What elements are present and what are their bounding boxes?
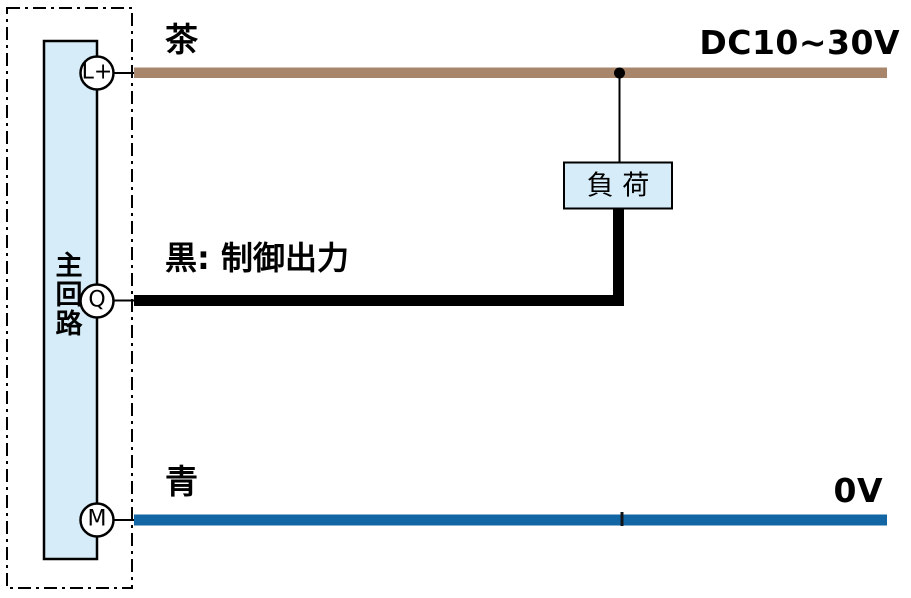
terminal-q-circle (79, 283, 115, 319)
blue-wire-tick (620, 512, 624, 526)
brown-wire (134, 67, 887, 78)
blue-wire (134, 514, 887, 526)
terminal-m-circle (79, 502, 115, 538)
sensor-enclosure-outline (6, 7, 133, 589)
brown-wire-voltage-label: DC10~30V (699, 23, 900, 62)
blue-wire-voltage-label: 0V (833, 471, 883, 510)
terminal-lplus-label: L+ (81, 59, 113, 85)
brown-wire-color-label: 茶 (165, 20, 198, 59)
load-box-label: 負 荷 (586, 170, 650, 202)
black-wire-function-label: 黒: 制御出力 (165, 239, 349, 277)
terminal-lplus-circle (79, 55, 115, 91)
blue-wire-color-label: 青 (165, 462, 198, 501)
terminal-q-label: Q (88, 287, 106, 313)
main-circuit-label: 主回路 (50, 251, 82, 338)
black-control-output-wire (134, 209, 624, 306)
terminal-m-label: M (87, 506, 107, 532)
load-box (563, 161, 673, 210)
